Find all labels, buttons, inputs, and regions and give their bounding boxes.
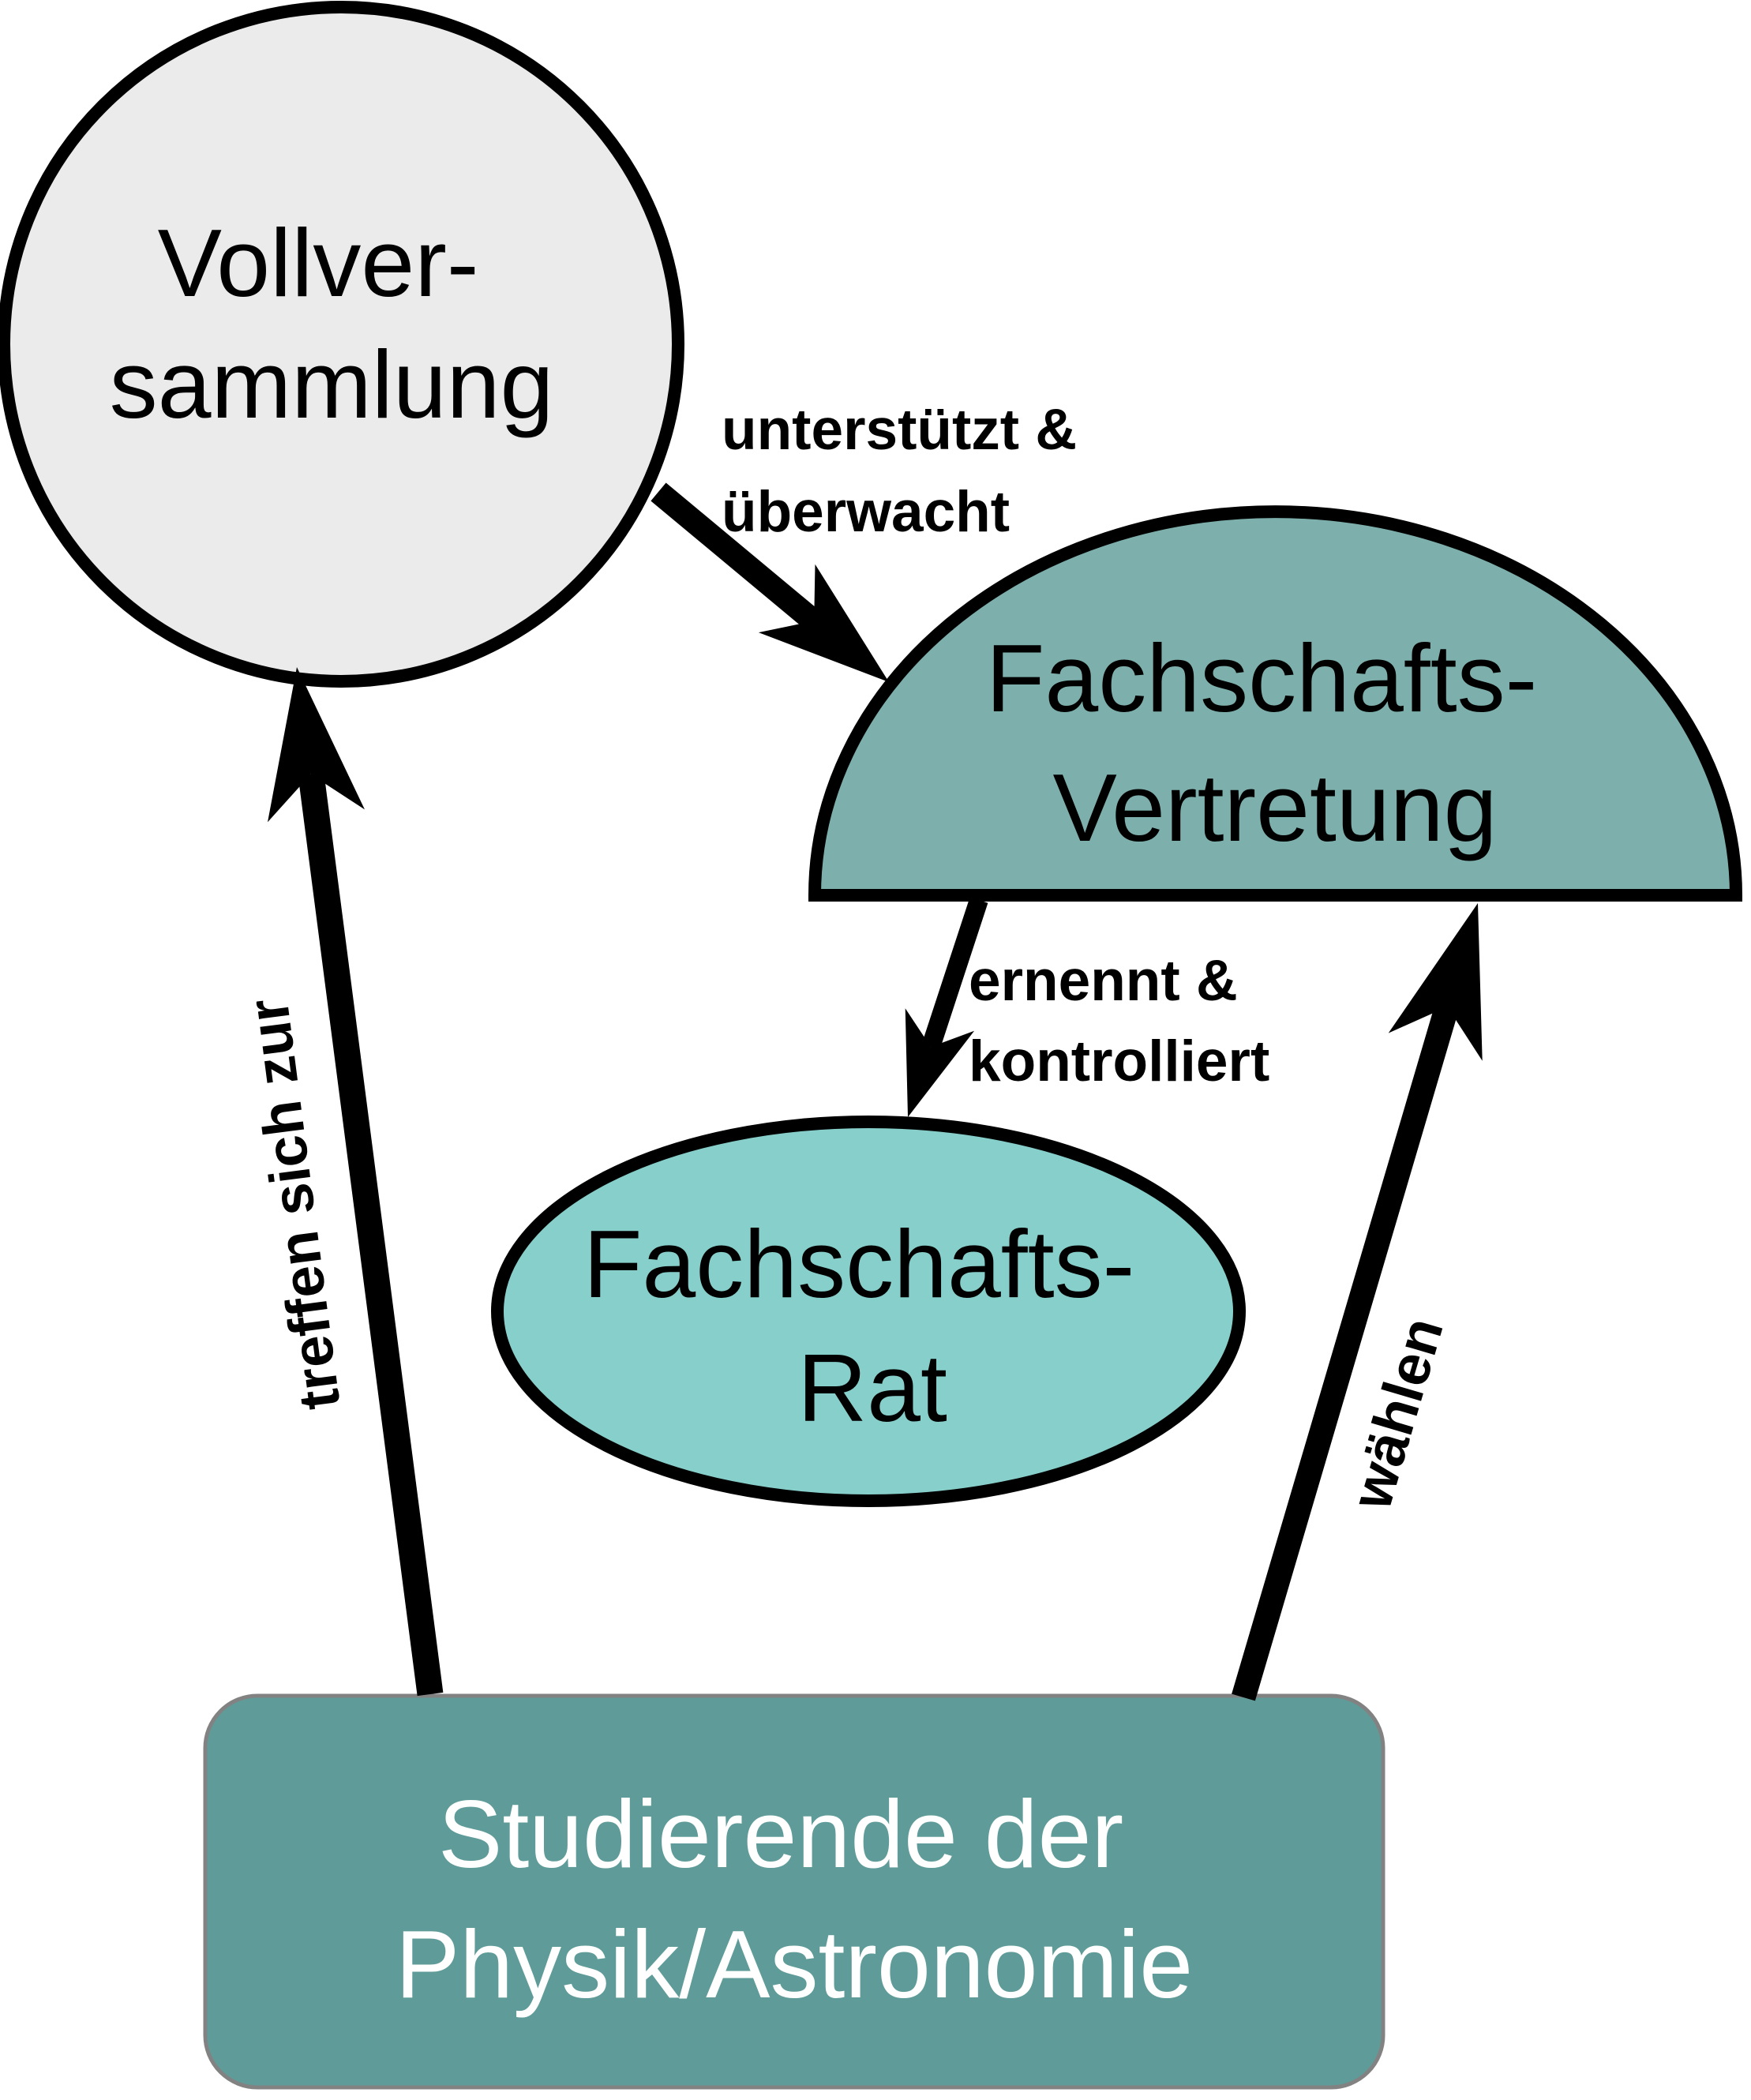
waehlen-arrowhead [1388,903,1483,1061]
fachschafts-vertretung-label-line2: Vertretung [1053,754,1498,861]
node-studierende: Studierende der Physik/Astronomie [203,1693,1385,2090]
studierende-label-line2: Physik/Astronomie [396,1911,1193,2018]
edge-treffen-sich-zur: treffen sich zur [236,667,444,1697]
fachschafts-rat-label-line2: Rat [797,1334,947,1442]
studierende-label-line1: Studierende der [438,1780,1123,1888]
ernennt-arrow-shaft [921,897,988,1050]
fachschafts-vertretung-dome [808,505,1743,902]
vollversammlung-label: Vollver- sammlung [110,209,554,438]
fachschafts-rat-label: Fachschafts- Rat [583,1210,1161,1442]
vollversammlung-circle [0,1,684,688]
ernennt-label-line2: kontrolliert [969,1029,1269,1093]
unterstuetzt-label-line2: überwacht [722,480,1010,544]
node-vollversammlung: Vollver- sammlung [0,1,684,688]
fachschafts-rat-label-line1: Fachschafts- [583,1210,1134,1318]
treffen-arrow-shaft [298,772,444,1697]
edge-unterstuetzt-ueberwacht: unterstützt & überwacht [651,398,1093,682]
edge-ernennt-kontrolliert: ernennt & kontrolliert [905,897,1269,1117]
fachschafts-vertretung-label-line1: Fachschafts- [986,624,1537,732]
unterstuetzt-label-line1: unterstützt & [722,398,1077,462]
unterstuetzt-label: unterstützt & überwacht [722,398,1093,544]
studierende-label: Studierende der Physik/Astronomie [396,1780,1193,2018]
unterstuetzt-arrowhead [758,564,889,682]
fachschafts-vertretung-label: Fachschafts- Vertretung [986,624,1564,861]
edge-waehlen: wählen [1232,903,1483,1701]
studierende-rect [203,1693,1385,2090]
ernennt-label: ernennt & kontrolliert [969,949,1269,1093]
node-fachschafts-rat: Fachschafts- Rat [491,1116,1246,1507]
fachschafts-rat-ellipse [491,1116,1246,1507]
waehlen-arrow-shaft [1232,1003,1459,1701]
vollversammlung-label-line2: sammlung [110,331,554,438]
ernennt-arrowhead [905,1008,975,1117]
ernennt-label-line1: ernennt & [969,949,1238,1013]
treffen-arrowhead [268,667,365,823]
vollversammlung-label-line1: Vollver- [158,209,479,317]
unterstuetzt-arrow-shaft [651,482,822,631]
node-fachschafts-vertretung: Fachschafts- Vertretung [808,505,1743,902]
